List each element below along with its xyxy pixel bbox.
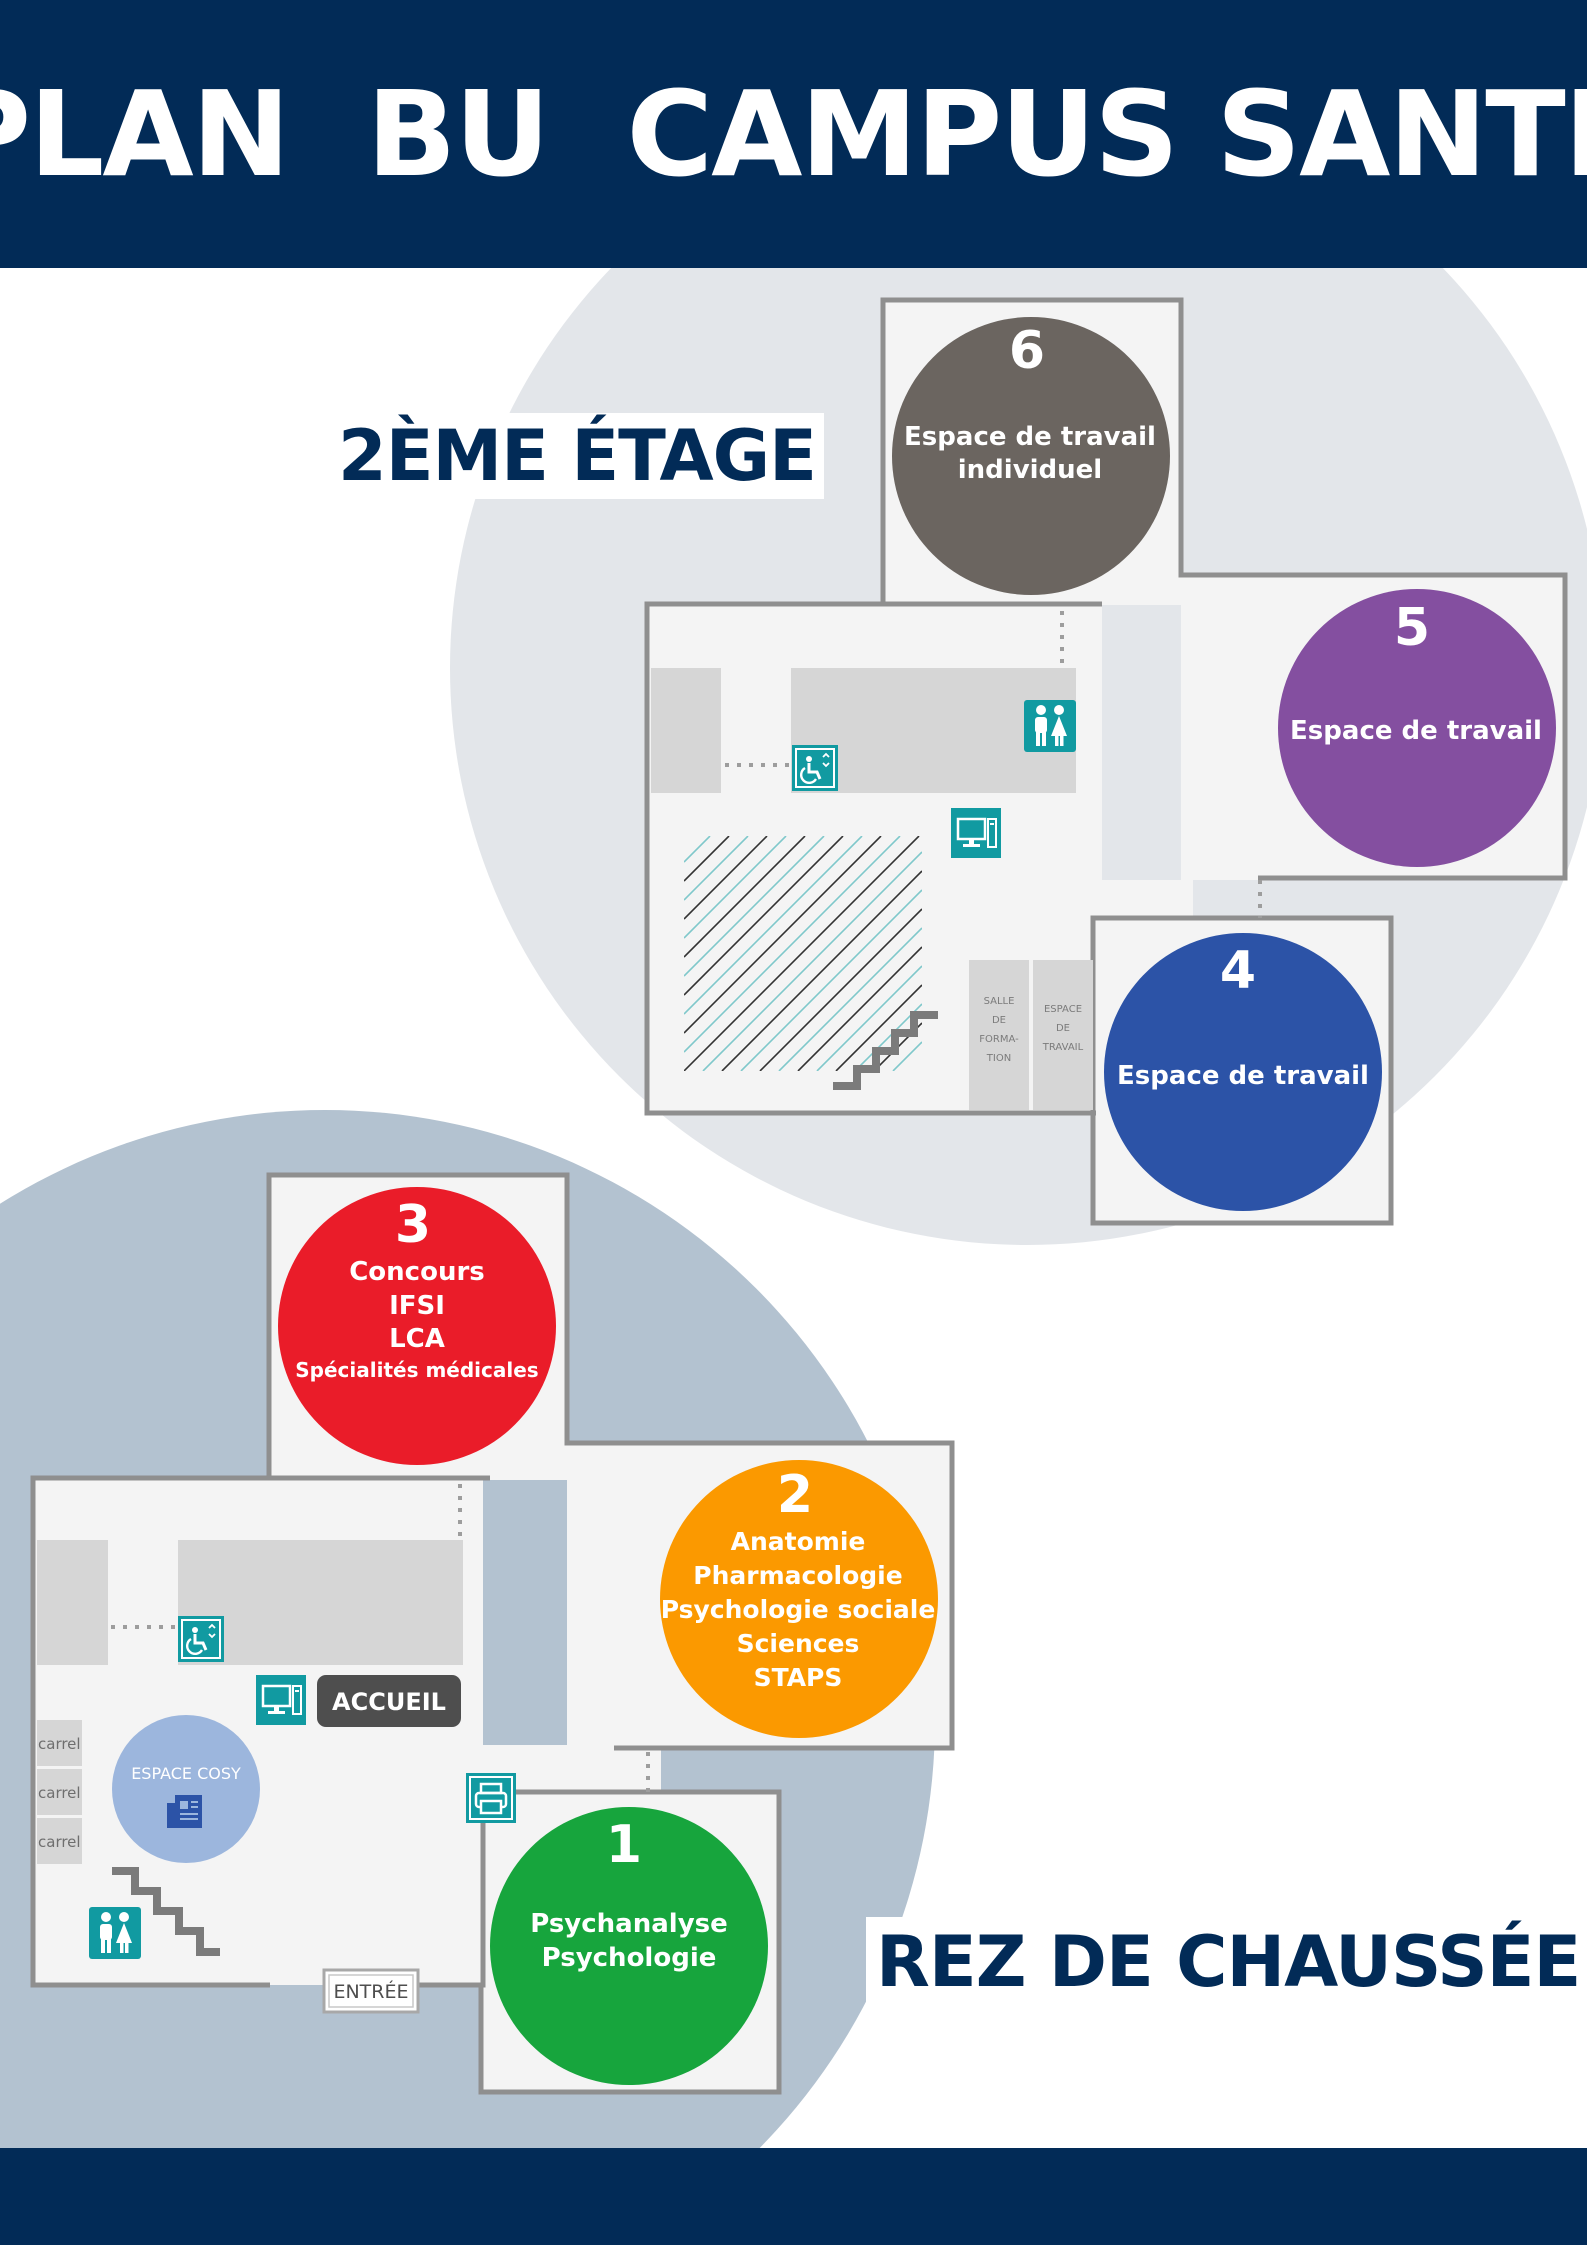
salle-formation-line: SALLE bbox=[984, 996, 1015, 1007]
carrel-desk bbox=[37, 1818, 82, 1864]
carrel-label: carrel bbox=[38, 1833, 81, 1851]
zone-6[interactable]: 6 Espace de travail individuel bbox=[892, 317, 1170, 595]
salle-formation-line: TION bbox=[986, 1053, 1011, 1064]
zone-3-number: 3 bbox=[395, 1195, 431, 1255]
espace-cosy[interactable]: ESPACE COSY bbox=[112, 1715, 260, 1863]
ground-stairs-icon bbox=[112, 1867, 220, 1956]
espace-travail-line: ESPACE bbox=[1044, 1004, 1082, 1015]
floor-2-stairs-icon bbox=[833, 1011, 938, 1090]
floor-2-computer-icon bbox=[949, 806, 1003, 860]
zone-6-label: individuel bbox=[958, 455, 1102, 485]
carrel-label: carrel bbox=[38, 1735, 81, 1753]
zone-2-label: Psychologie sociale bbox=[661, 1595, 936, 1624]
zone-5-circle bbox=[1278, 589, 1556, 867]
accueil-label: ACCUEIL bbox=[332, 1688, 446, 1716]
zone-2-label: Pharmacologie bbox=[693, 1561, 902, 1590]
zone-2-label: Anatomie bbox=[731, 1527, 866, 1556]
zone-3[interactable]: 3 Concours IFSI LCA Spécialités médicale… bbox=[278, 1187, 556, 1465]
newspaper-icon bbox=[167, 1795, 202, 1828]
zone-3-label: LCA bbox=[389, 1324, 445, 1354]
ground-restroom-icon bbox=[89, 1907, 141, 1959]
zone-4[interactable]: 4 Espace de travail bbox=[1104, 933, 1382, 1211]
espace-travail-line: DE bbox=[1056, 1023, 1070, 1034]
salle-formation-line: DE bbox=[992, 1015, 1006, 1026]
header-banner: PLAN BU CAMPUS SANTÉ bbox=[0, 0, 1587, 268]
zone-1-number: 1 bbox=[606, 1815, 642, 1875]
entree-sign[interactable]: ENTRÉE bbox=[322, 1968, 420, 2014]
zone-2-label: STAPS bbox=[754, 1663, 843, 1692]
ground-computer-icon bbox=[254, 1673, 308, 1727]
zone-3-label: IFSI bbox=[389, 1291, 445, 1321]
zone-4-circle bbox=[1104, 933, 1382, 1211]
floor-2-restroom-icon bbox=[1024, 700, 1076, 752]
zone-2[interactable]: 2 Anatomie Pharmacologie Psychologie soc… bbox=[660, 1460, 938, 1738]
zone-5[interactable]: 5 Espace de travail bbox=[1278, 589, 1556, 867]
floor-2-elevator-accessible-icon bbox=[790, 743, 840, 793]
zone-1-label: Psychologie bbox=[542, 1943, 717, 1973]
zone-2-label: Sciences bbox=[737, 1629, 860, 1658]
salle-de-formation bbox=[969, 960, 1029, 1110]
printer-icon bbox=[464, 1771, 518, 1825]
zone-3-label: Spécialités médicales bbox=[295, 1358, 538, 1382]
ground-floor-plan: carrel carrel carrel ACCUEIL ESPACE COSY bbox=[30, 1172, 955, 2095]
zone-4-label: Espace de travail bbox=[1117, 1061, 1369, 1091]
espace-cosy-label: ESPACE COSY bbox=[131, 1764, 241, 1783]
zone-6-number: 6 bbox=[1009, 321, 1045, 381]
zone-1-circle bbox=[490, 1807, 768, 2085]
zone-1[interactable]: 1 Psychanalyse Psychologie bbox=[490, 1807, 768, 2085]
zone-6-circle bbox=[892, 317, 1170, 595]
zone-3-label: Concours bbox=[349, 1257, 485, 1287]
zone-5-label: Espace de travail bbox=[1290, 716, 1542, 746]
zone-2-circle bbox=[660, 1460, 938, 1738]
carrel-desk bbox=[37, 1769, 82, 1815]
ground-elevator-accessible-icon bbox=[176, 1614, 226, 1664]
zone-3-circle bbox=[278, 1187, 556, 1465]
page-title: PLAN BU CAMPUS SANTÉ bbox=[0, 65, 1587, 203]
salle-formation-line: FORMA- bbox=[979, 1034, 1019, 1045]
zone-4-number: 4 bbox=[1220, 941, 1256, 1001]
carrel-desk bbox=[37, 1720, 82, 1766]
espace-travail-line: TRAVAIL bbox=[1042, 1042, 1084, 1053]
accueil-desk[interactable]: ACCUEIL bbox=[317, 1675, 461, 1727]
ground-floor-title: REZ DE CHAUSSÉE bbox=[866, 1917, 1587, 2007]
footer-banner bbox=[0, 2148, 1587, 2245]
espace-de-travail-room bbox=[1033, 960, 1093, 1110]
zone-2-number: 2 bbox=[777, 1465, 813, 1525]
floor-2-plan: SALLE DE FORMA- TION ESPACE DE TRAVAIL 6… bbox=[644, 297, 1568, 1226]
zone-6-label: Espace de travail bbox=[904, 422, 1156, 452]
entree-label: ENTRÉE bbox=[333, 1980, 408, 2003]
floor-2-title: 2ÈME ÉTAGE bbox=[330, 413, 824, 499]
zone-5-number: 5 bbox=[1394, 598, 1430, 658]
floor-2-hatched-area bbox=[684, 836, 922, 1071]
carrel-label: carrel bbox=[38, 1784, 81, 1802]
zone-1-label: Psychanalyse bbox=[530, 1909, 728, 1939]
